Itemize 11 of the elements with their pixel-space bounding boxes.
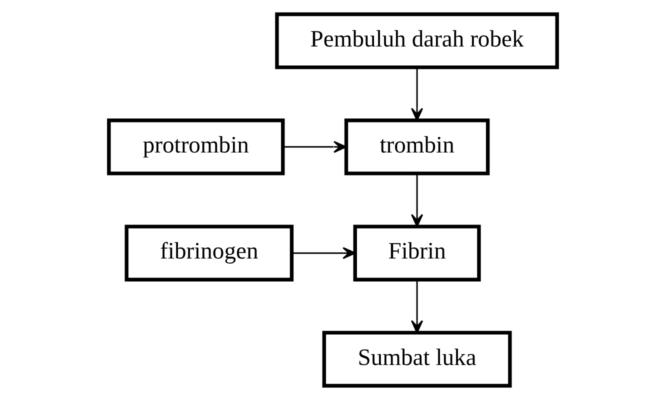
arrow bbox=[292, 247, 356, 260]
node-box: Fibrin bbox=[353, 224, 481, 282]
arrow bbox=[283, 140, 347, 153]
arrow bbox=[411, 174, 424, 228]
arrow bbox=[411, 68, 424, 121]
node-box: Sumbat luka bbox=[322, 330, 512, 388]
node-box: protrombin bbox=[107, 118, 285, 176]
node-box: fibrinogen bbox=[124, 224, 294, 282]
node-box: trombin bbox=[344, 118, 490, 176]
arrow bbox=[411, 280, 424, 334]
node-box: Pembuluh darah robek bbox=[275, 12, 559, 70]
